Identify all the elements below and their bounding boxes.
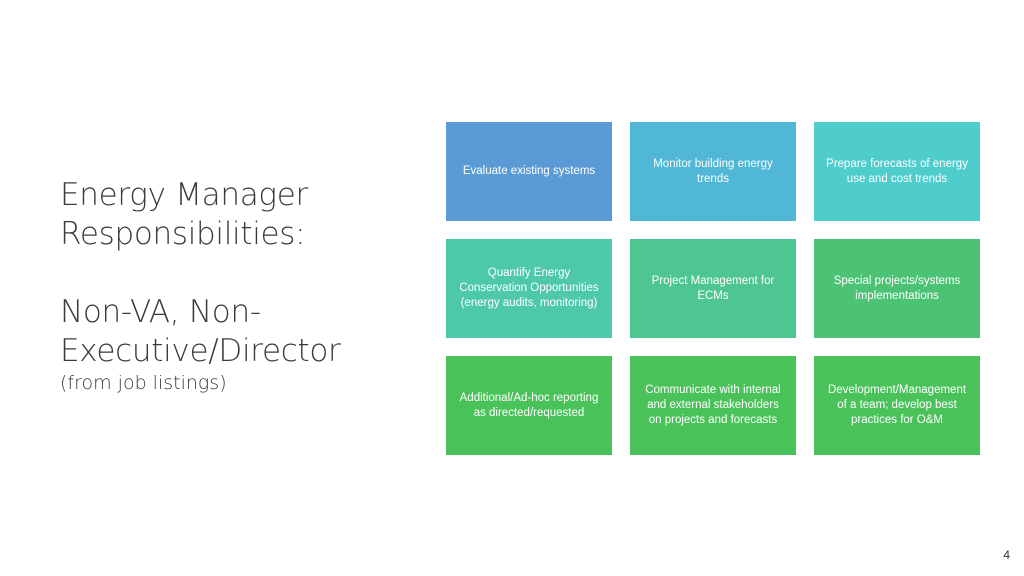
tile-label: Communicate with internal and external s…: [645, 384, 781, 426]
tile-project-management: Project Management for ECMs: [630, 239, 796, 338]
title-line-4: Executive/Director: [60, 333, 341, 369]
tile-label: Development/Management of a team; develo…: [827, 384, 967, 426]
tile-special-projects: Special projects/systems implementations: [814, 239, 980, 338]
tile-evaluate-systems: Evaluate existing systems: [446, 122, 612, 221]
title-line-2: Responsibilities:: [60, 216, 306, 252]
tile-label: Project Management for ECMs: [651, 274, 775, 302]
title-spacer: [60, 254, 430, 293]
page-number: 4: [1003, 548, 1010, 562]
responsibilities-grid: Evaluate existing systems Monitor buildi…: [446, 122, 980, 455]
tile-monitor-trends: Monitor building energy trends: [630, 122, 796, 221]
tile-label: Quantify Energy Conservation Opportuniti…: [459, 267, 599, 309]
tile-label: Evaluate existing systems: [462, 165, 596, 177]
title-line-3: Non-VA, Non-: [60, 294, 261, 330]
tile-prepare-forecasts: Prepare forecasts of energy use and cost…: [814, 122, 980, 221]
tile-communicate-stakeholders: Communicate with internal and external s…: [630, 356, 796, 455]
slide-title: Energy Manager Responsibilities: Non-VA,…: [60, 176, 430, 395]
tile-label: Additional/Ad-hoc reporting as directed/…: [459, 391, 599, 419]
tile-adhoc-reporting: Additional/Ad-hoc reporting as directed/…: [446, 356, 612, 455]
tile-label: Monitor building energy trends: [653, 157, 773, 185]
tile-team-development: Development/Management of a team; develo…: [814, 356, 980, 455]
title-subtitle: (from job listings): [60, 372, 227, 394]
tile-label: Special projects/systems implementations: [833, 274, 961, 302]
tile-label: Prepare forecasts of energy use and cost…: [826, 157, 968, 185]
title-line-1: Energy Manager: [60, 177, 308, 213]
tile-quantify-ecos: Quantify Energy Conservation Opportuniti…: [446, 239, 612, 338]
